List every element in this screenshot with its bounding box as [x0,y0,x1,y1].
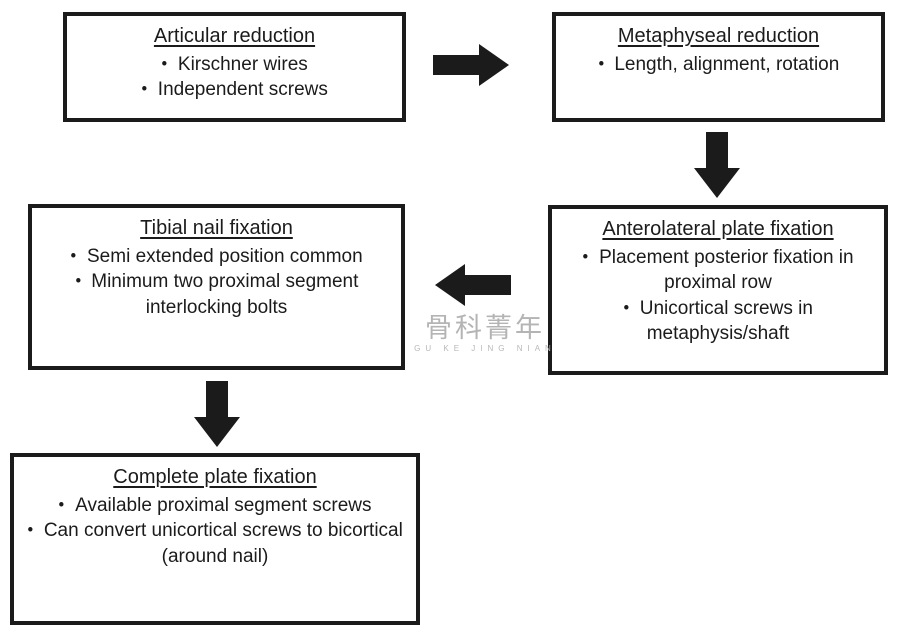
arrow-head [435,264,465,306]
bullet-text: Available proximal segment screws [75,495,372,516]
bullet-item: • Can convert unicortical screws to bicor… [24,518,406,569]
box-articular-reduction: Articular reduction • Kirschner wires • In… [63,12,406,122]
bullet-marker: • [27,522,34,540]
bullet-text: Semi extended position common [87,246,363,267]
bullet-item: • Semi extended position common [42,244,391,269]
box-title: Complete plate fixation [113,466,317,488]
bullet-marker: • [161,55,168,74]
box-title: Articular reduction [153,25,316,47]
box-metaphyseal-reduction: Metaphyseal reduction • Length, alignment… [552,12,885,122]
bullet-item: • Minimum two proximal segment interlocki… [42,269,391,320]
arrow-shaft [706,132,728,168]
watermark-subtext: GU KE JING NIAN [414,343,556,353]
box-title: Metaphyseal reduction [617,25,820,47]
watermark: 骨科菁年 GU KE JING NIAN [405,313,565,353]
bullet-marker: • [141,81,148,99]
bullet-marker: • [58,496,65,515]
watermark-text: 骨科菁年 [425,313,545,343]
bullet-item: • Length, alignment, rotation [566,52,871,77]
bullet-text: Minimum two proximal segment interlockin… [91,271,359,318]
bullet-text: Unicortical screws in metaphysis/shaft [639,297,813,345]
bullet-marker: • [598,55,604,74]
arrow-shaft [433,55,479,75]
bullet-marker: • [70,247,77,266]
arrow-head [694,168,740,198]
bullet-item: • Independent screws [77,77,392,102]
box-anterolateral-plate-fixation: Anterolateral plate fixation • Placement … [548,205,888,375]
arrow-shaft [206,381,228,417]
box-complete-plate-fixation: Complete plate fixation • Available proxi… [10,453,420,625]
bullet-item: • Placement posterior fixation in proxima… [562,245,874,296]
box-tibial-nail-fixation: Tibial nail fixation • Semi extended posi… [28,204,405,370]
bullet-text: Kirschner wires [177,54,308,75]
arrow-head [194,417,240,447]
bullet-marker: • [623,299,630,318]
bullet-text: Independent screws [157,79,328,101]
bullet-text: Placement posterior fixation in proximal… [599,247,854,294]
box-title: Anterolateral plate fixation [602,218,834,240]
bullet-item: • Unicortical screws in metaphysis/shaft [562,296,874,347]
arrow-down-icon [694,132,740,198]
arrow-right-icon [433,44,509,86]
bullet-marker: • [75,273,81,291]
bullet-text: Length, alignment, rotation [614,54,840,75]
arrow-left-icon [435,264,511,306]
arrow-shaft [465,275,511,295]
bullet-item: • Available proximal segment screws [24,493,406,518]
bullet-marker: • [582,248,589,267]
bullet-item: • Kirschner wires [77,52,392,77]
bullet-text: Can convert unicortical screws to bicort… [43,520,403,567]
arrow-down-icon [194,381,240,447]
box-title: Tibial nail fixation [140,217,293,239]
arrow-head [479,44,509,86]
